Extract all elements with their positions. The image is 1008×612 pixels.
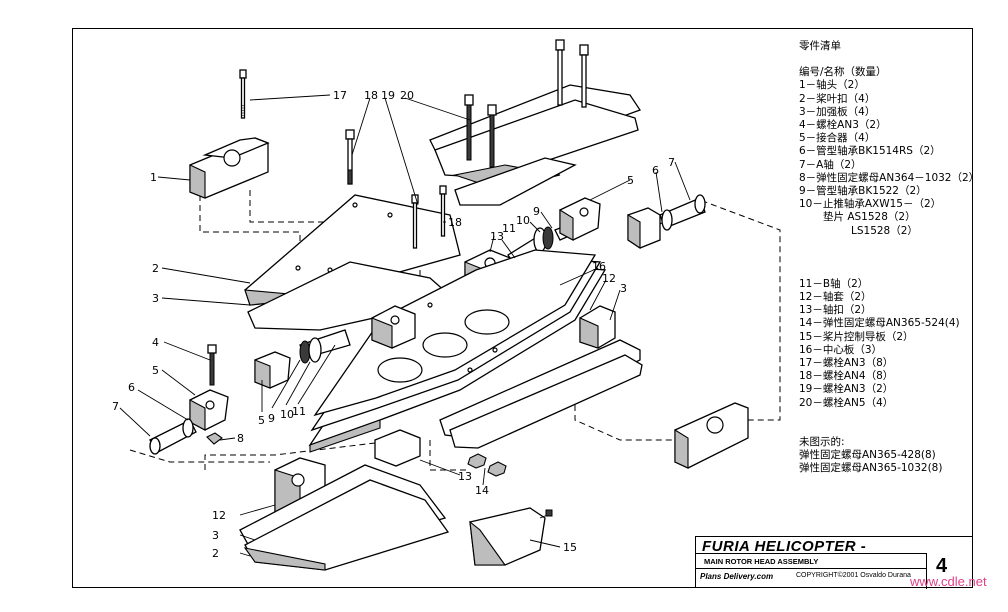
not-shown-item: 弹性固定螺母AN365-428(8) xyxy=(799,449,936,462)
parts-list-item: 15－桨片控制导板（2） xyxy=(799,330,914,343)
parts-list-header: 编号/名称（数量） xyxy=(799,66,887,79)
parts-list: 零件清单 编号/名称（数量） 1－轴头（2） 2－桨叶扣（4） 3－加强板（4）… xyxy=(799,40,980,475)
bushing-block-mid-right xyxy=(579,305,616,349)
parts-list-item: 20－螺栓AN5（4） xyxy=(799,396,894,409)
bushing-block-mid-left xyxy=(371,305,416,349)
parts-list-item: 5－接合器（4） xyxy=(799,132,876,145)
drawing-subtitle: MAIN ROTOR HEAD ASSEMBLY xyxy=(704,557,819,566)
parts-list-item: 6－管型轴承BK1514RS（2） xyxy=(799,145,941,158)
adapter-block-lower-left xyxy=(189,389,229,431)
parts-list-washer: 垫片 AS1528（2） xyxy=(823,211,916,224)
callout-11b: 11 xyxy=(292,405,306,418)
callout-6b: 6 xyxy=(652,164,659,177)
bolt-an3-17 xyxy=(239,69,247,119)
blade-grip-plate-upper-right xyxy=(429,39,641,206)
parts-list-item: 1－轴头（2） xyxy=(799,79,865,92)
callout-6: 6 xyxy=(128,381,135,394)
callout-3c: 3 xyxy=(212,529,219,542)
bolt-an3-4 xyxy=(207,344,217,386)
callout-16: 16 xyxy=(592,260,606,273)
watermark-text: www.cdle.net xyxy=(910,574,987,589)
callout-13a: 13 xyxy=(490,230,504,243)
parts-list-item: 12－轴套（2） xyxy=(799,291,872,304)
callout-5: 5 xyxy=(152,364,159,377)
lock-nut-an365-14 xyxy=(467,453,507,477)
parts-list-item: 19－螺栓AN3（2） xyxy=(799,383,894,396)
parts-list-item: 4－螺栓AN3（2） xyxy=(799,119,887,132)
parts-list-item: 14－弹性固定螺母AN365-524(4) xyxy=(799,317,960,330)
parts-list-title: 零件清单 xyxy=(799,40,841,52)
adapter-block-upper-right xyxy=(559,197,601,241)
callout-9b: 9 xyxy=(268,412,275,425)
callout-3: 3 xyxy=(152,292,159,305)
center-plate-stack xyxy=(308,249,607,453)
callout-numbers: 1 2 3 4 5 6 7 8 5 9 10 11 17 18 19 20 18… xyxy=(112,89,675,560)
title-block: FURIA HELICOPTER - MAIN ROTOR HEAD ASSEM… xyxy=(695,536,973,589)
callout-19: 19 xyxy=(381,89,395,102)
axle-a-lower-left xyxy=(149,418,223,455)
parts-list-item: 13－轴扣（2） xyxy=(799,304,872,317)
callout-3b: 3 xyxy=(620,282,627,295)
axle-head-block-right xyxy=(674,402,749,469)
reinforcement-plate-right xyxy=(439,339,643,449)
parts-list-item: 11－B轴（2） xyxy=(799,277,869,290)
parts-list-item: 3－加强板（4） xyxy=(799,105,876,118)
parts-list-item: 9－管型轴承BK1522（2） xyxy=(799,185,927,198)
callout-leader-lines xyxy=(119,94,691,557)
callout-10b: 10 xyxy=(280,408,294,421)
page-number: 4 xyxy=(936,555,948,577)
callout-5c: 5 xyxy=(627,174,634,187)
parts-list-item: 17－螺栓AN3（8） xyxy=(799,357,894,370)
shaft-clamp-block-lower xyxy=(374,429,421,467)
callout-20: 20 xyxy=(400,89,414,102)
callout-2b: 2 xyxy=(212,547,219,560)
axle-head-block-left xyxy=(189,137,270,199)
copyright-text: COPYRIGHT©2001 Osvaldo Durana xyxy=(796,572,911,579)
callout-11a: 11 xyxy=(502,222,516,235)
callout-18b: 18 xyxy=(448,216,462,229)
callout-2: 2 xyxy=(152,262,159,275)
callout-9a: 9 xyxy=(533,205,540,218)
callout-7: 7 xyxy=(112,400,119,413)
parts-list-item: 7－A轴（2） xyxy=(799,158,862,171)
callout-5b: 5 xyxy=(258,414,265,427)
callout-13b: 13 xyxy=(458,470,472,483)
callout-10a: 10 xyxy=(516,214,530,227)
callout-4: 4 xyxy=(152,336,159,349)
not-shown-header: 未图示的: xyxy=(799,435,845,448)
not-shown-item: 弹性固定螺母AN365-1032(8) xyxy=(799,462,943,475)
callout-17: 17 xyxy=(333,89,347,102)
callout-15: 15 xyxy=(563,541,577,554)
parts-list-item: 18－螺栓AN4（8） xyxy=(799,370,894,383)
callout-18: 18 xyxy=(364,89,378,102)
lower-blade-grip-plate-stack xyxy=(239,457,450,571)
publisher-site: Plans Delivery.com xyxy=(700,572,774,581)
parts-list-washer-second: LS1528（2） xyxy=(851,224,918,237)
shaft-b-assembly-lower-left xyxy=(254,329,351,389)
parts-list-item: 10－止推轴承AXW15－（2） xyxy=(799,198,942,211)
drawing-title: FURIA HELICOPTER - xyxy=(702,538,867,555)
bolt-an4-18a xyxy=(345,129,355,185)
callout-7b: 7 xyxy=(668,156,675,169)
axle-a-upper-right xyxy=(627,194,706,250)
callout-1: 1 xyxy=(150,171,157,184)
parts-list-item: 2－桨叶扣（4） xyxy=(799,92,876,105)
callout-14: 14 xyxy=(475,484,489,497)
callout-12a: 12 xyxy=(602,272,616,285)
parts-list-item: 8－弹性固定螺母AN364－1032（2） xyxy=(799,171,980,184)
callout-8: 8 xyxy=(237,432,244,445)
parts-list-item: 16－中心板（3） xyxy=(799,343,883,356)
pitch-control-guide-15 xyxy=(469,507,553,566)
bolt-an3-19 xyxy=(411,185,447,249)
callout-12b: 12 xyxy=(212,509,226,522)
